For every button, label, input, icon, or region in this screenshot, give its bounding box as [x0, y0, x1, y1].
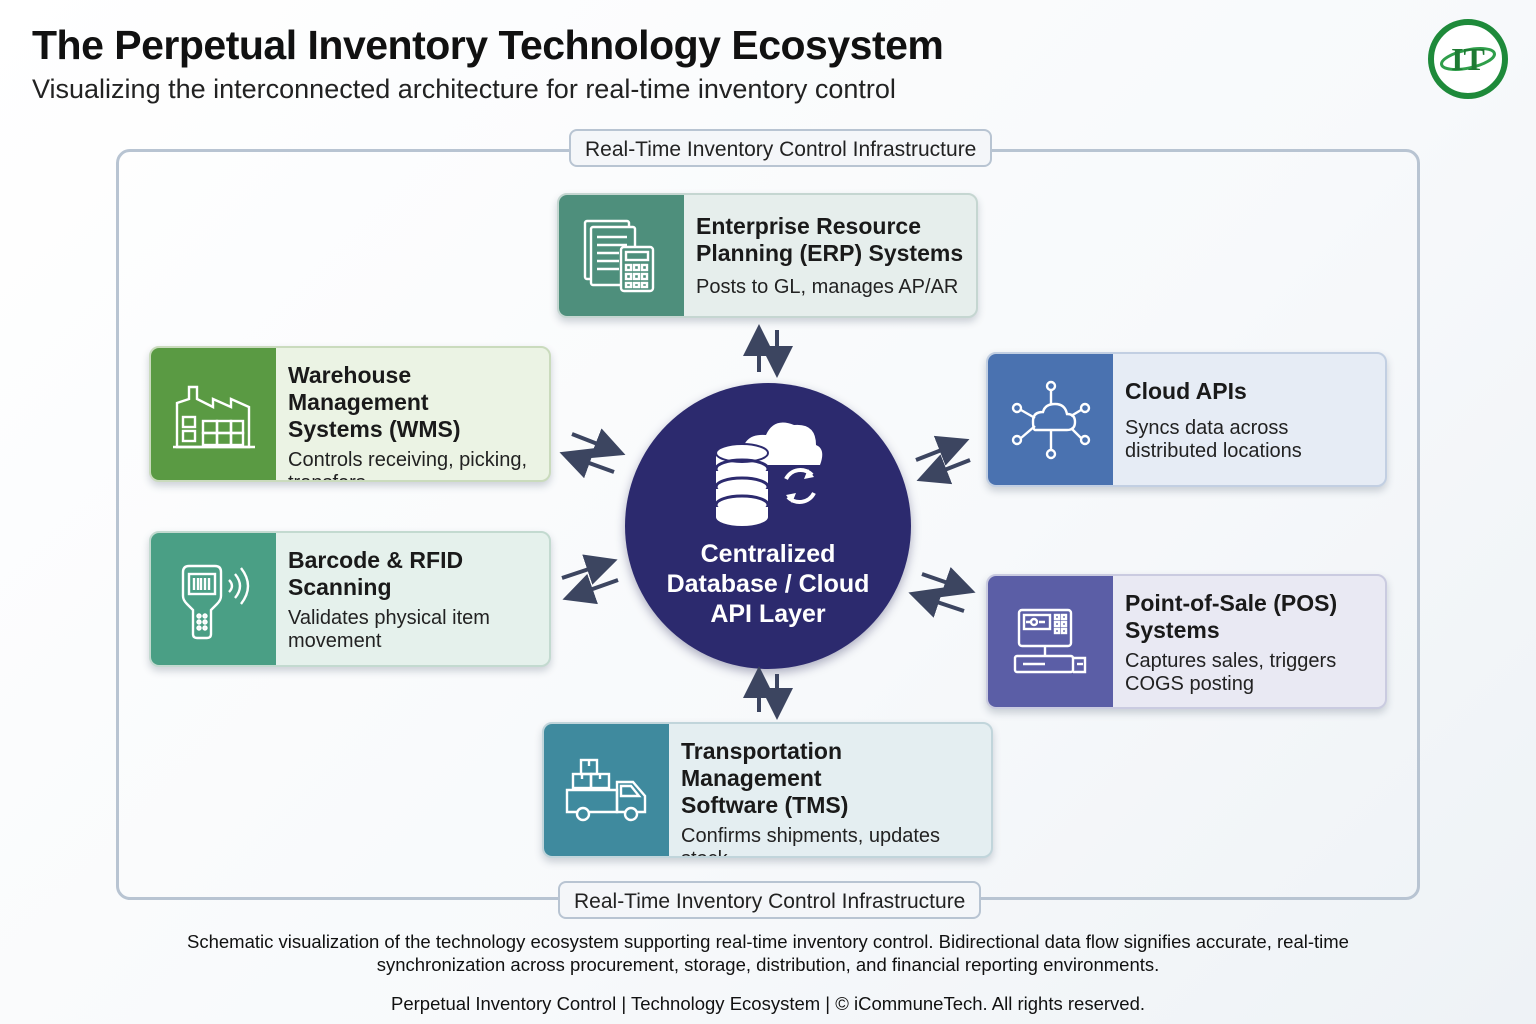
- cloud-hub-arrow: [915, 435, 971, 485]
- wms-description: Controls receiving, picking,transfers: [288, 449, 527, 480]
- frame-top-label: Real-Time Inventory Control Infrastructu…: [569, 129, 993, 167]
- central-hub: Centralized Database / Cloud API Layer: [625, 383, 911, 669]
- page-subtitle: Visualizing the interconnected architect…: [32, 74, 896, 104]
- wms-hub-arrow: [559, 428, 626, 479]
- diagram-caption: Schematic visualization of the technolog…: [187, 931, 1349, 975]
- documents-calculator-icon: [583, 219, 654, 292]
- delivery-truck-icon: [565, 758, 646, 822]
- pos-hub-arrow: [908, 567, 976, 618]
- pos-card: Point-of-Sale (POS)Systems Captures sale…: [986, 574, 1387, 709]
- pos-icon-panel: [988, 576, 1113, 707]
- pos-text: Point-of-Sale (POS)Systems Captures sale…: [1113, 576, 1385, 707]
- factory-icon: [172, 385, 255, 449]
- page-footer: Perpetual Inventory Control | Technology…: [391, 993, 1145, 1014]
- cloud-title: Cloud APIs: [1125, 378, 1247, 404]
- barcode-hub-arrow: [561, 554, 619, 605]
- barcode-scanner-icon: [181, 564, 249, 640]
- erp-icon-panel: [559, 195, 684, 316]
- database-cloud-sync-icon: [714, 422, 823, 526]
- tms-icon-panel: [544, 724, 669, 856]
- page-title: The Perpetual Inventory Technology Ecosy…: [32, 22, 944, 68]
- erp-description: Posts to GL, manages AP/AR: [696, 276, 959, 298]
- erp-hub-arrow: [743, 324, 793, 378]
- cloud-icon-panel: [988, 354, 1113, 485]
- hub-label: Centralized Database / Cloud API Layer: [666, 540, 870, 628]
- barcode-icon-panel: [151, 533, 276, 665]
- logo-text: IT: [1451, 41, 1485, 77]
- wms-icon-panel: [151, 348, 276, 480]
- cloud-network-icon: [1011, 380, 1090, 459]
- tms-hub-arrow: [743, 666, 793, 720]
- tms-description: Confirms shipments, updatesstock: [681, 825, 941, 856]
- pos-terminal-icon: [1013, 608, 1086, 673]
- brand-logo: IT: [1428, 19, 1508, 99]
- pos-title: Point-of-Sale (POS)Systems: [1125, 590, 1338, 643]
- frame-bottom-label: Real-Time Inventory Control Infrastructu…: [558, 881, 982, 919]
